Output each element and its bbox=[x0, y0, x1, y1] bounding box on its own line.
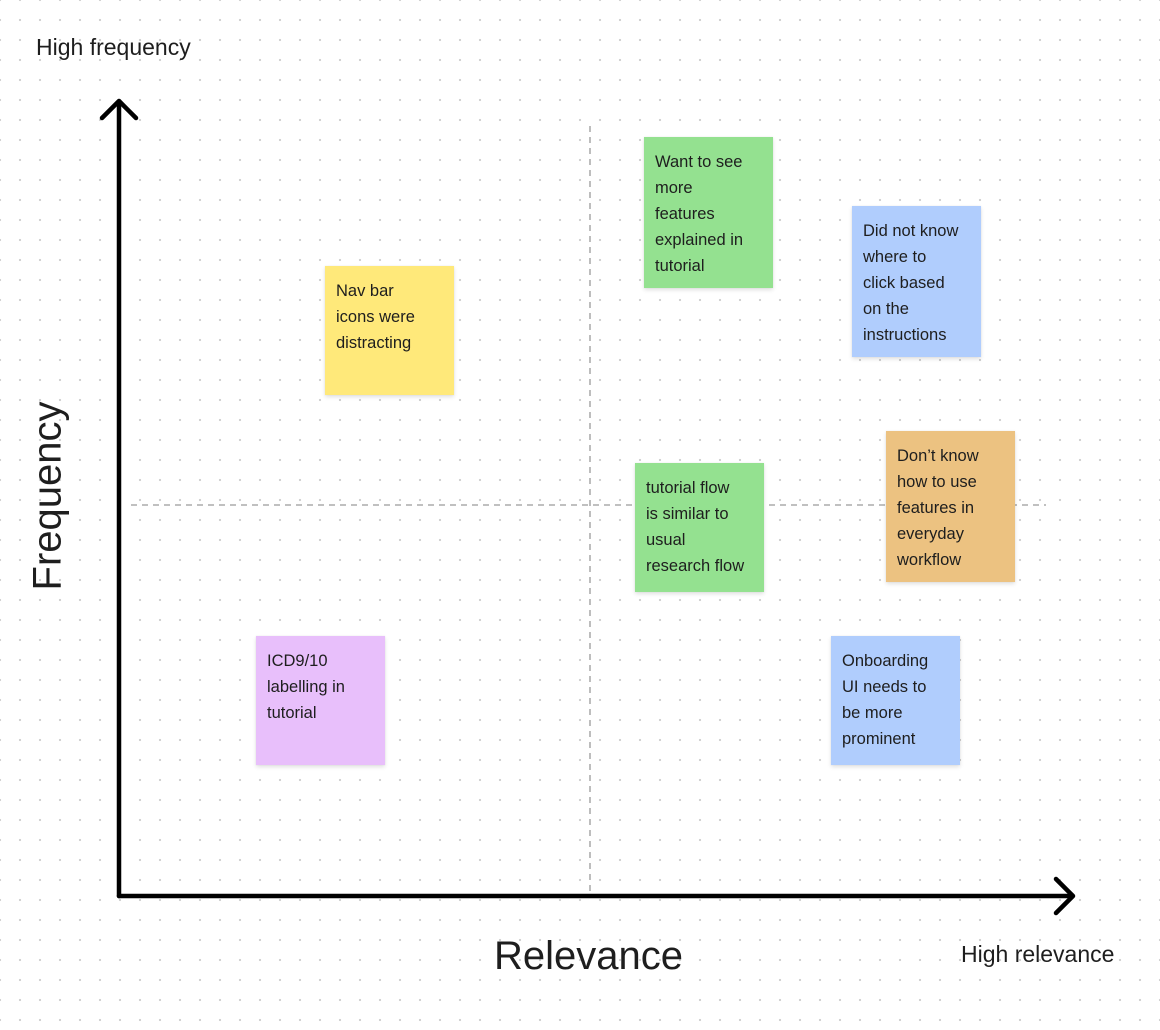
sticky-note-text: Don’t know how to use features in everyd… bbox=[897, 447, 979, 569]
sticky-note-text: Nav bar icons were distracting bbox=[336, 282, 415, 352]
sticky-note-tutorial-flow[interactable]: tutorial flow is similar to usual resear… bbox=[635, 463, 764, 592]
sticky-note-nav-bar-icons[interactable]: Nav bar icons were distracting bbox=[325, 266, 454, 395]
y-axis-arrow bbox=[99, 98, 139, 899]
sticky-note-text: ICD9/10 labelling in tutorial bbox=[267, 652, 345, 722]
sticky-note-everyday-workflow[interactable]: Don’t know how to use features in everyd… bbox=[886, 431, 1015, 582]
sticky-note-more-features[interactable]: Want to see more features explained in t… bbox=[644, 137, 773, 288]
y-axis-title: Frequency bbox=[25, 401, 70, 591]
sticky-note-onboarding-ui[interactable]: Onboarding UI needs to be more prominent bbox=[831, 636, 960, 765]
x-axis-arrow bbox=[116, 876, 1076, 916]
sticky-note-where-to-click[interactable]: Did not know where to click based on the… bbox=[852, 206, 981, 357]
sticky-note-text: tutorial flow is similar to usual resear… bbox=[646, 479, 745, 575]
x-axis-title: Relevance bbox=[494, 934, 684, 978]
high-relevance-label: High relevance bbox=[961, 941, 1115, 967]
sticky-note-text: Did not know where to click based on the… bbox=[863, 222, 959, 344]
sticky-note-icd-labelling[interactable]: ICD9/10 labelling in tutorial bbox=[256, 636, 385, 765]
sticky-note-text: Onboarding UI needs to be more prominent bbox=[842, 652, 929, 748]
high-frequency-label: High frequency bbox=[36, 34, 191, 60]
sticky-note-text: Want to see more features explained in t… bbox=[655, 153, 744, 275]
